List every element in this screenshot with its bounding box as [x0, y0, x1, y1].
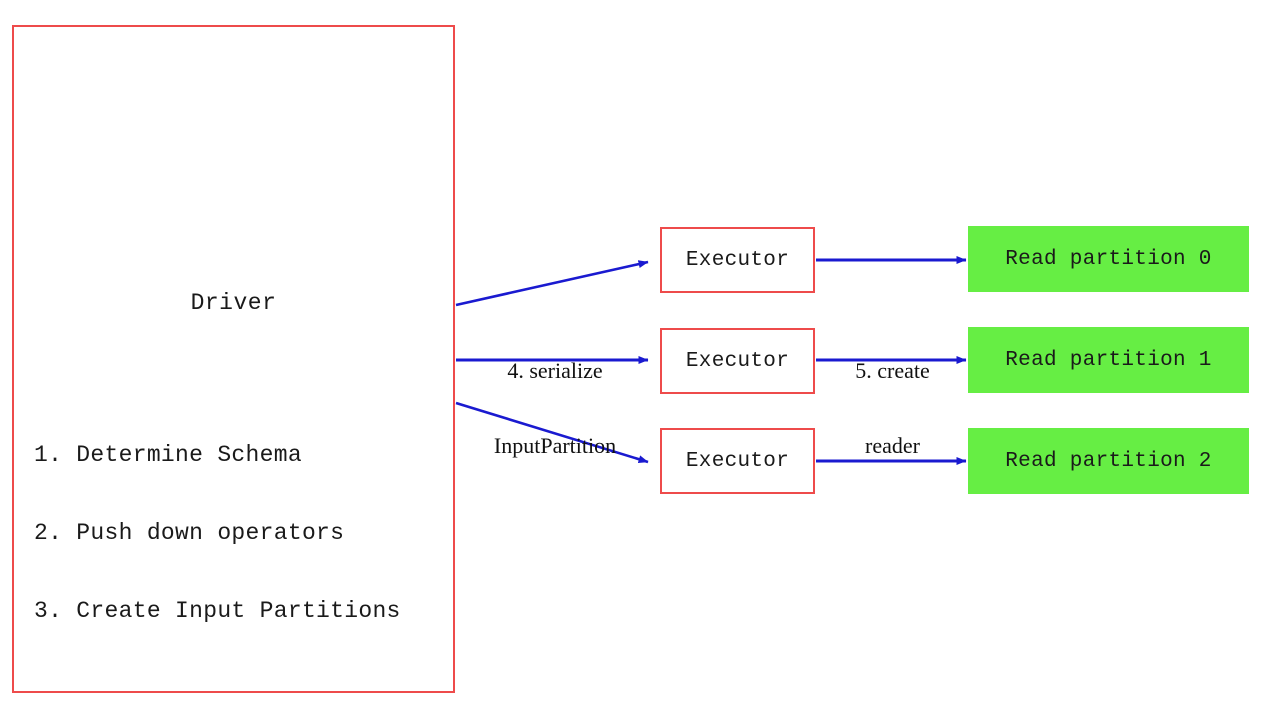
arrow-label-create-reader-line-2: reader — [865, 433, 920, 458]
partition-box-1: Read partition 1 — [968, 327, 1249, 393]
executor-label-0: Executor — [685, 248, 790, 272]
arrow-label-serialize: 4. serialize InputPartition — [455, 308, 655, 508]
arrow-label-create-reader-line-1: 5. create — [855, 358, 930, 383]
partition-label-0: Read partition 0 — [1005, 247, 1212, 271]
arrow-driver-to-executor-0 — [455, 260, 649, 307]
arrow-label-serialize-line-2: InputPartition — [493, 433, 617, 458]
partition-box-0: Read partition 0 — [968, 226, 1249, 292]
driver-step-2: 2. Push down operators — [34, 520, 345, 546]
driver-title: Driver — [190, 290, 277, 316]
executor-box-0: Executor — [660, 227, 815, 293]
partition-label-1: Read partition 1 — [1005, 348, 1212, 372]
driver-step-3: 3. Create Input Partitions — [34, 598, 401, 624]
driver-step-1: 1. Determine Schema — [34, 442, 302, 468]
partition-box-2: Read partition 2 — [968, 428, 1249, 494]
arrow-label-create-reader: 5. create reader — [820, 308, 965, 508]
executor-label-2: Executor — [685, 449, 790, 473]
driver-box: Driver 1. Determine Schema 2. Push down … — [12, 25, 455, 693]
executor-box-1: Executor — [660, 328, 815, 394]
arrow-label-serialize-line-1: 4. serialize — [507, 358, 603, 383]
partition-label-2: Read partition 2 — [1005, 449, 1212, 473]
executor-label-1: Executor — [685, 349, 790, 373]
executor-box-2: Executor — [660, 428, 815, 494]
driver-steps-list: 1. Determine Schema 2. Push down operato… — [34, 390, 401, 676]
